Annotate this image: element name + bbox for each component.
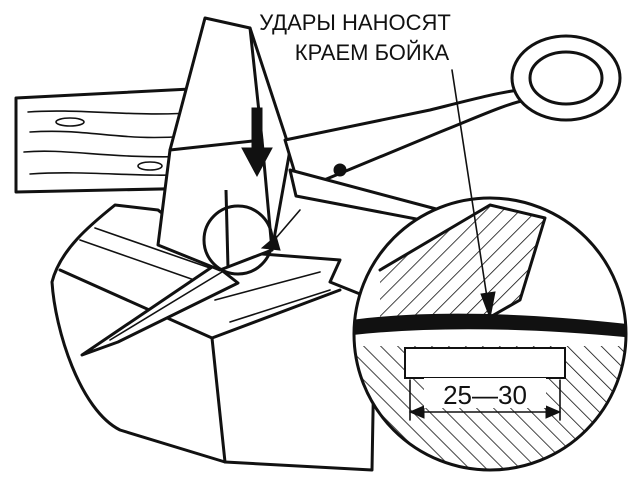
chisel-icon [80,263,240,357]
leader-arrow [451,69,489,305]
hammer-icon [156,16,292,272]
caption-line-1: УДАРЫ НАНОСЯТ [259,10,451,35]
caption-line-2: КРАЕМ БОЙКА [295,40,450,65]
leader-arrowhead [480,291,496,320]
dimension-label: 25—30 [443,380,527,410]
tongs-icon [260,34,622,251]
zoom-detail: 25—30 [352,196,628,472]
